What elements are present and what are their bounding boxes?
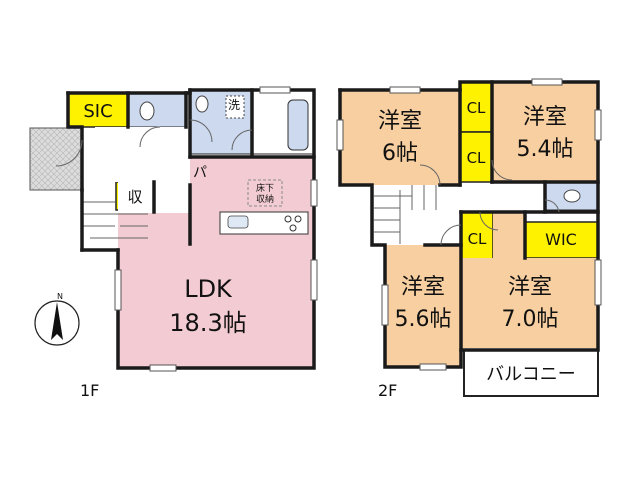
stove-icon <box>284 215 292 223</box>
ldk-size-label: 18.3帖 <box>169 309 246 337</box>
room-a-name-label: 洋室 <box>378 109 422 134</box>
room-b <box>492 82 598 182</box>
closet-a-label: CL <box>467 99 486 117</box>
room-a-size-label: 6帖 <box>382 141 418 166</box>
room-d-top <box>493 212 525 258</box>
walls-1f <box>66 88 316 370</box>
sic-label: SIC <box>83 101 112 122</box>
closet-b-label: CL <box>467 149 486 167</box>
ldk-name-label: LDK <box>184 275 233 303</box>
room-d-size-label: 7.0帖 <box>502 307 559 332</box>
stove-icon <box>289 224 297 232</box>
toilet-1f <box>127 92 187 128</box>
room-c <box>385 245 461 367</box>
stairs-1f <box>82 201 148 239</box>
doors-1f <box>55 119 253 167</box>
hall-1f <box>95 127 190 182</box>
stove-icon <box>294 215 302 223</box>
underfloor-label-line2: 収納 <box>256 193 274 205</box>
bathtub <box>287 99 309 151</box>
room-b-name-label: 洋室 <box>523 105 567 130</box>
balcony-label: バルコニー <box>486 364 576 385</box>
compass-icon: N <box>34 292 80 346</box>
doors-2f <box>419 159 560 246</box>
hall-2f <box>372 185 462 245</box>
closet-b <box>459 131 493 183</box>
storage-label: 収 <box>127 188 142 206</box>
wash-label: 洗 <box>228 98 240 112</box>
closet-c-label: CL <box>468 230 487 248</box>
sink-icon <box>225 95 245 119</box>
floor-2: 洋室 6帖 洋室 5.4帖 洋室 5.6帖 洋室 7.0帖 CL CL CL W… <box>336 78 602 400</box>
windows-2f <box>336 78 602 371</box>
room-c-size-label: 5.6帖 <box>395 307 452 332</box>
toilet-icon <box>563 189 581 203</box>
floor-2-label: 2F <box>378 381 397 400</box>
floor-1-label: 1F <box>80 381 99 400</box>
room-d-name-label: 洋室 <box>508 275 552 300</box>
toilet-icon <box>195 95 209 113</box>
room-a <box>340 90 460 185</box>
stairs-2f <box>374 185 437 244</box>
walls-2f <box>338 80 600 369</box>
pantry-label: パ <box>193 165 207 181</box>
room-d <box>461 258 598 348</box>
room-b-size-label: 5.4帖 <box>517 137 574 162</box>
underfloor-storage-box <box>247 179 283 207</box>
closet-a <box>459 81 493 133</box>
kitchen-sink-icon <box>227 215 249 229</box>
toilet-icon <box>139 101 155 121</box>
compass-north-label: N <box>57 292 63 301</box>
room-c-name-label: 洋室 <box>401 275 445 300</box>
windows-1f <box>114 86 318 372</box>
floor-1: SIC 洗 収 パ 床下 収納 LDK 18.3帖 1F <box>29 86 318 400</box>
underfloor-label-line1: 床下 <box>256 182 274 194</box>
wic-label: WIC <box>545 230 577 249</box>
